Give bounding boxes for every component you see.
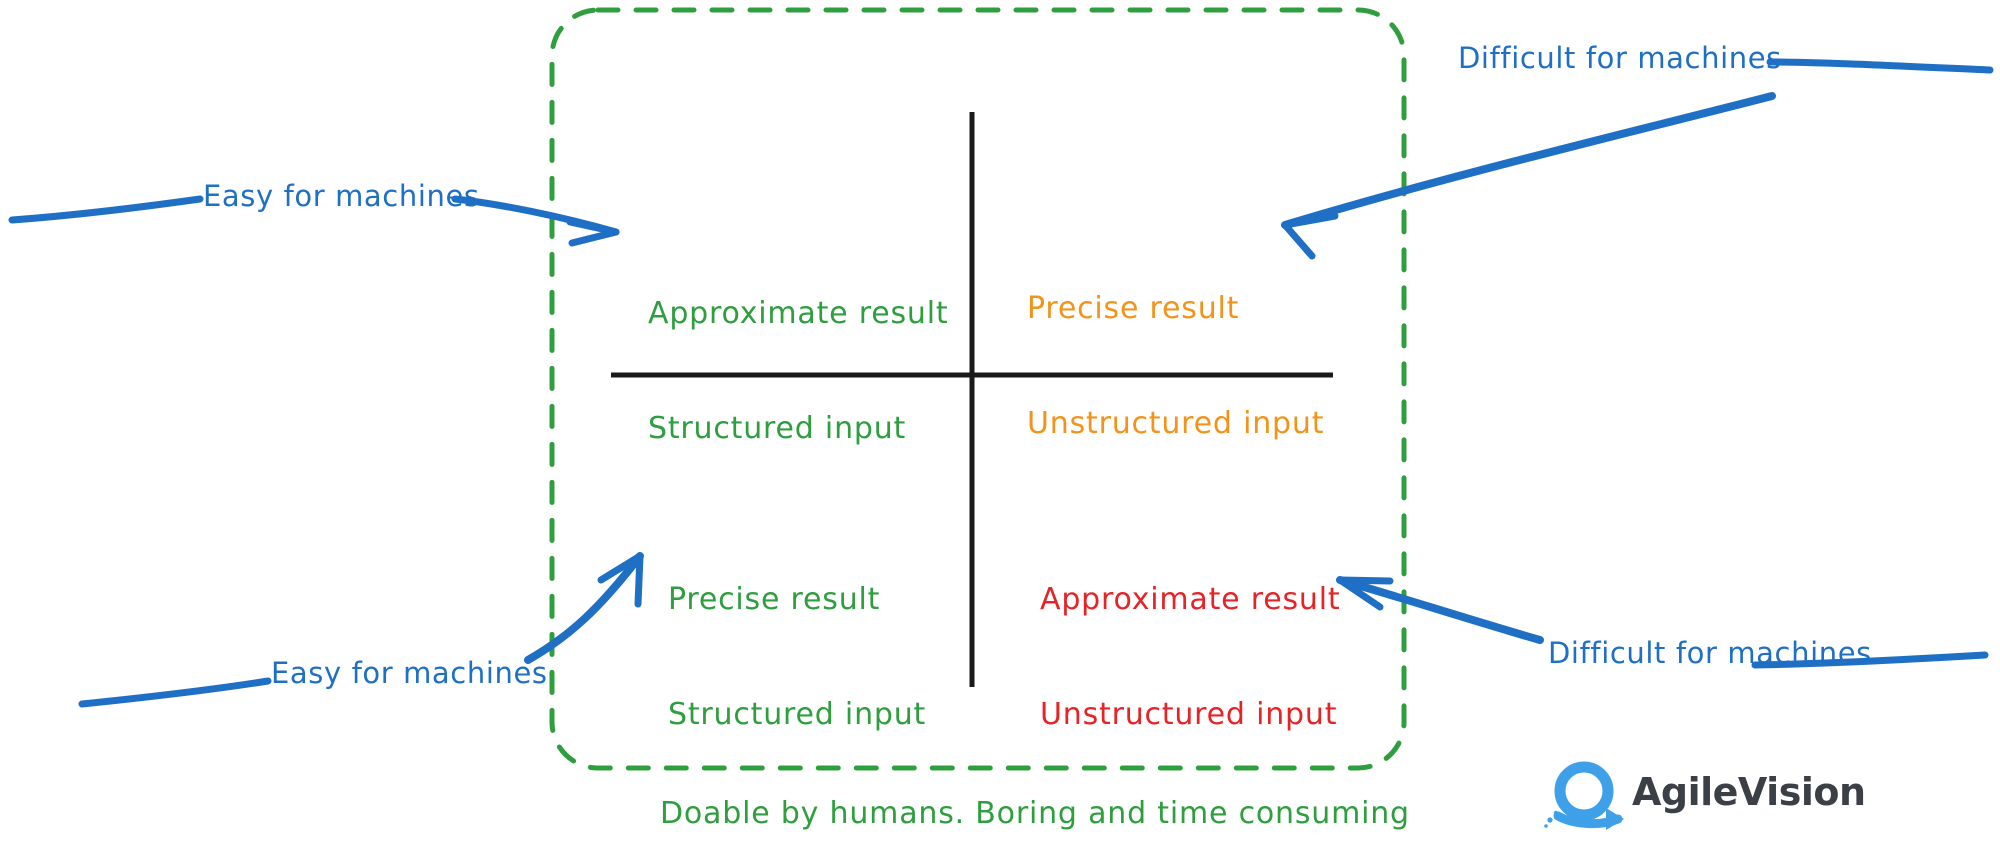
quadrant-top-left-line1: Approximate result — [648, 295, 949, 331]
boundary-dashed-rect — [549, 7, 1407, 771]
agilevision-logo-text: AgileVision — [1632, 770, 1866, 814]
quadrant-bottom-right-line2: Unstructured input — [1040, 696, 1338, 732]
annotation-label-left-top: Easy for machines — [203, 179, 480, 213]
annotation-label-left-bottom: Easy for machines — [271, 656, 548, 690]
agilevision-logo-mark — [1544, 761, 1624, 830]
annotation-arrow-right-top — [1281, 58, 1994, 260]
quadrant-label-bottom-right: Approximate result Unstructured input — [1040, 504, 1340, 811]
annotation-arrow-left-bottom — [78, 552, 644, 708]
quadrant-bottom-right-line1: Approximate result — [1040, 581, 1341, 617]
quadrant-label-top-left: Approximate result Structured input — [648, 218, 948, 525]
quadrant-label-top-right: Precise result Unstructured input — [1027, 213, 1324, 520]
logo-mark-spacer — [1538, 758, 1622, 826]
quadrant-top-right-line2: Unstructured input — [1027, 405, 1325, 441]
agilevision-logo: AgileVision — [1538, 758, 1866, 826]
annotation-label-right-top: Difficult for machines — [1458, 41, 1782, 75]
annotation-label-right-bottom: Difficult for machines — [1548, 636, 1872, 670]
annotation-arrow-right-bottom — [1336, 576, 1989, 669]
quadrant-label-bottom-left: Precise result Structured input — [668, 504, 926, 811]
quadrant-top-left-line2: Structured input — [648, 410, 907, 446]
quadrant-bottom-left-line1: Precise result — [668, 581, 881, 617]
quadrant-bottom-left-line2: Structured input — [668, 696, 927, 732]
annotation-arrow-left-top — [8, 195, 620, 247]
quadrant-top-right-line1: Precise result — [1027, 290, 1240, 326]
diagram-caption: Doable by humans. Boring and time consum… — [660, 796, 1410, 831]
